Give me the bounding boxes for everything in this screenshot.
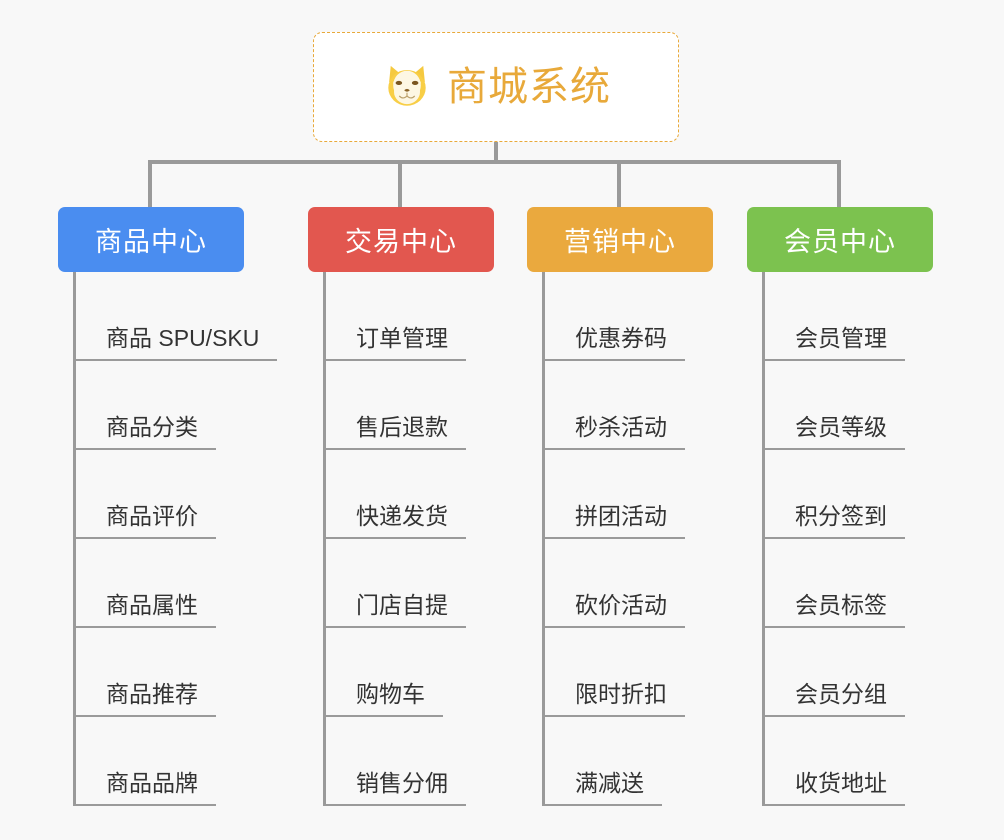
connector-drop-2 <box>398 160 402 207</box>
leaf-item[interactable]: 销售分佣 <box>308 717 518 806</box>
leaf-item[interactable]: 商品属性 <box>58 539 288 628</box>
branch-column-4: 会员中心 会员管理 会员等级 积分签到 会员标签 会员分组 收货地址 <box>747 207 957 806</box>
leaf-item[interactable]: 商品推荐 <box>58 628 288 717</box>
branch-header-1[interactable]: 商品中心 <box>58 207 244 272</box>
leaf-label: 优惠券码 <box>575 325 667 352</box>
branch-header-3-label: 营销中心 <box>564 227 676 257</box>
leaf-label: 商品 SPU/SKU <box>106 325 260 352</box>
leaf-item[interactable]: 拼团活动 <box>527 450 737 539</box>
branch-header-3[interactable]: 营销中心 <box>527 207 713 272</box>
leaf-label: 商品品牌 <box>106 770 198 797</box>
connector-drop-3 <box>617 160 621 207</box>
leaf-item[interactable]: 售后退款 <box>308 361 518 450</box>
leaf-label: 砍价活动 <box>575 592 667 619</box>
leaf-item[interactable]: 优惠券码 <box>527 272 737 361</box>
leaf-label: 会员标签 <box>795 592 887 619</box>
leaf-list-4: 会员管理 会员等级 积分签到 会员标签 会员分组 收货地址 <box>747 272 957 806</box>
leaf-label: 商品评价 <box>106 503 198 530</box>
leaf-item[interactable]: 秒杀活动 <box>527 361 737 450</box>
branch-header-4-label: 会员中心 <box>784 227 896 257</box>
leaf-label: 销售分佣 <box>356 770 448 797</box>
branch-header-4[interactable]: 会员中心 <box>747 207 933 272</box>
leaf-label: 积分签到 <box>795 503 887 530</box>
leaf-list-1: 商品 SPU/SKU 商品分类 商品评价 商品属性 商品推荐 商品品牌 <box>58 272 288 806</box>
leaf-item[interactable]: 商品品牌 <box>58 717 288 806</box>
leaf-label: 秒杀活动 <box>575 414 667 441</box>
leaf-spine-1 <box>73 272 76 806</box>
branch-header-1-label: 商品中心 <box>95 227 207 257</box>
connector-root-stem <box>494 142 498 164</box>
leaf-label: 售后退款 <box>356 414 448 441</box>
leaf-item[interactable]: 收货地址 <box>747 717 957 806</box>
branch-header-2[interactable]: 交易中心 <box>308 207 494 272</box>
leaf-label: 限时折扣 <box>575 681 667 708</box>
leaf-item[interactable]: 购物车 <box>308 628 518 717</box>
leaf-label: 会员管理 <box>795 325 887 352</box>
leaf-label: 会员分组 <box>795 681 887 708</box>
leaf-item[interactable]: 会员分组 <box>747 628 957 717</box>
leaf-spine-3 <box>542 272 545 806</box>
leaf-item[interactable]: 订单管理 <box>308 272 518 361</box>
leaf-item[interactable]: 满减送 <box>527 717 737 806</box>
leaf-label: 商品推荐 <box>106 681 198 708</box>
leaf-label: 拼团活动 <box>575 503 667 530</box>
leaf-label: 商品分类 <box>106 414 198 441</box>
leaf-item[interactable]: 积分签到 <box>747 450 957 539</box>
root-node[interactable]: 商城系统 <box>313 32 679 142</box>
leaf-item[interactable]: 限时折扣 <box>527 628 737 717</box>
leaf-item[interactable]: 门店自提 <box>308 539 518 628</box>
branch-column-3: 营销中心 优惠券码 秒杀活动 拼团活动 砍价活动 限时折扣 满减送 <box>527 207 737 806</box>
connector-drop-4 <box>837 160 841 207</box>
leaf-label: 收货地址 <box>795 770 887 797</box>
connector-horizontal-bus <box>148 160 841 164</box>
root-title: 商城系统 <box>447 65 611 109</box>
leaf-label: 快递发货 <box>356 503 448 530</box>
leaf-item[interactable]: 快递发货 <box>308 450 518 539</box>
leaf-item[interactable]: 砍价活动 <box>527 539 737 628</box>
leaf-label: 购物车 <box>356 681 425 708</box>
leaf-label: 商品属性 <box>106 592 198 619</box>
leaf-item[interactable]: 会员标签 <box>747 539 957 628</box>
leaf-label: 会员等级 <box>795 414 887 441</box>
leaf-list-3: 优惠券码 秒杀活动 拼团活动 砍价活动 限时折扣 满减送 <box>527 272 737 806</box>
leaf-item[interactable]: 商品分类 <box>58 361 288 450</box>
branch-column-2: 交易中心 订单管理 售后退款 快递发货 门店自提 购物车 销售分佣 <box>308 207 518 806</box>
leaf-spine-2 <box>323 272 326 806</box>
branch-header-2-label: 交易中心 <box>345 227 457 257</box>
shiba-dog-face-icon <box>381 61 433 113</box>
leaf-label: 满减送 <box>575 770 644 797</box>
leaf-item[interactable]: 会员管理 <box>747 272 957 361</box>
leaf-list-2: 订单管理 售后退款 快递发货 门店自提 购物车 销售分佣 <box>308 272 518 806</box>
leaf-spine-4 <box>762 272 765 806</box>
leaf-label: 门店自提 <box>356 592 448 619</box>
leaf-item[interactable]: 会员等级 <box>747 361 957 450</box>
branch-column-1: 商品中心 商品 SPU/SKU 商品分类 商品评价 商品属性 商品推荐 商品品牌 <box>58 207 288 806</box>
leaf-label: 订单管理 <box>356 325 448 352</box>
leaf-item[interactable]: 商品评价 <box>58 450 288 539</box>
leaf-item[interactable]: 商品 SPU/SKU <box>58 272 288 361</box>
connector-drop-1 <box>148 160 152 207</box>
